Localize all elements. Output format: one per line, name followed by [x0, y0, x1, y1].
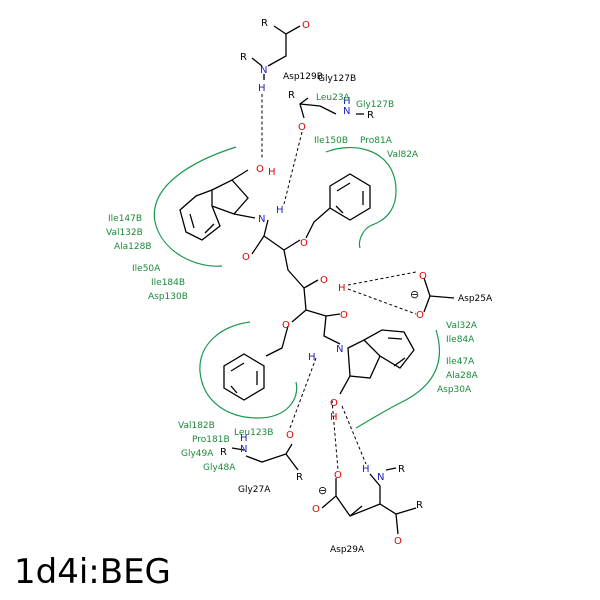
atom-n: N [343, 106, 350, 117]
residue-label: Pro81A [360, 136, 393, 146]
residue-label: Ile147B [108, 214, 142, 224]
atom-n: N [260, 65, 267, 76]
hydrophobic-arcs [153, 146, 440, 429]
residue-label: Leu23A [316, 93, 351, 103]
residue-label: Pro181B [192, 435, 230, 445]
atom-o: O [394, 536, 402, 547]
indane-bottom [339, 329, 415, 395]
atom-r: R [398, 464, 405, 475]
arc-val32a [355, 329, 440, 429]
arc-val182b [199, 321, 298, 419]
residue-label: Asp129B [283, 72, 323, 82]
atom-h: H [362, 464, 370, 475]
atom-o: O [419, 271, 427, 282]
residue-label: Val182B [178, 421, 215, 431]
atom-o: O [300, 238, 308, 249]
hydrogen-bonds [261, 94, 417, 471]
asp29a-group [321, 467, 417, 535]
benzyl-bottom [223, 325, 289, 401]
atom-o: O [330, 398, 338, 409]
residue-label: Asp25A [458, 294, 493, 304]
atom-o: O [334, 470, 342, 481]
green-residue-labels: Leu23A Gly127B Ile150B Pro81A Val82A Ile… [106, 93, 479, 473]
page-title: 1d4i:BEG [14, 552, 171, 592]
atom-n: N [240, 444, 247, 455]
atom-o: O [416, 310, 424, 321]
atom-o: O [256, 164, 264, 175]
atom-h: H [330, 412, 338, 423]
atom-labels: R O R N H R O N H R O H N H O O O H O O … [220, 18, 427, 547]
residue-label: Val32A [446, 321, 478, 331]
asp25a-group [423, 277, 455, 313]
residue-label: Gly127B [356, 100, 394, 110]
residue-label: Asp130B [148, 292, 188, 302]
atom-o: O [286, 430, 294, 441]
atom-h: H [308, 352, 316, 363]
residue-label: Gly48A [203, 463, 236, 473]
residue-label: Asp30A [437, 385, 472, 395]
residue-label: Gly49A [181, 449, 214, 459]
atom-h: H [343, 96, 351, 107]
gly27a-group [231, 443, 299, 471]
atom-o: O [298, 122, 306, 133]
atom-r: R [416, 500, 423, 511]
residue-label: Val82A [387, 150, 419, 160]
residue-label: Ile50A [132, 264, 161, 274]
atom-n: N [258, 214, 265, 225]
atom-h: H [258, 83, 266, 94]
atom-r: R [296, 472, 303, 483]
benzyl-top [305, 173, 371, 239]
arc-ile147b [153, 146, 237, 267]
atom-o: O [242, 252, 250, 263]
atom-r: R [220, 447, 227, 458]
atom-o: O [340, 310, 348, 321]
black-residue-labels: Asp129B Gly127B Asp25A Gly27A Asp29A [238, 72, 493, 555]
atom-r: R [288, 90, 295, 101]
atom-o: O [302, 20, 310, 31]
indane-top [179, 169, 256, 241]
negative-charge-icon: ⊖ [318, 484, 327, 497]
residue-label: Val132B [106, 228, 143, 238]
atom-r: R [261, 18, 268, 29]
residue-label: Ile47A [446, 357, 475, 367]
atom-o: O [312, 504, 320, 515]
residue-label: Ala128B [114, 242, 152, 252]
atom-r: R [240, 52, 247, 63]
residue-label: Asp29A [330, 545, 365, 555]
negative-charge-icon: ⊖ [410, 288, 419, 301]
atom-h: H [338, 283, 346, 294]
residue-label: Gly27A [238, 485, 271, 495]
residue-label: Ile84A [446, 335, 475, 345]
atom-h: H [240, 433, 248, 444]
main-chain [251, 219, 341, 345]
residue-top [251, 25, 364, 119]
atom-o: O [282, 320, 290, 331]
residue-label: Leu123B [234, 428, 273, 438]
residue-label: Ile184B [151, 278, 185, 288]
atom-n: N [377, 472, 384, 483]
atom-o: O [320, 275, 328, 286]
atom-h: H [268, 167, 276, 178]
arc-ile150b [325, 146, 397, 249]
residue-label: Ile150B [314, 136, 348, 146]
residue-label: Ala28A [446, 371, 479, 381]
atom-h: H [276, 205, 284, 216]
atom-r: R [367, 110, 374, 121]
residue-label: Gly127B [318, 74, 356, 84]
atom-n: N [336, 344, 343, 355]
